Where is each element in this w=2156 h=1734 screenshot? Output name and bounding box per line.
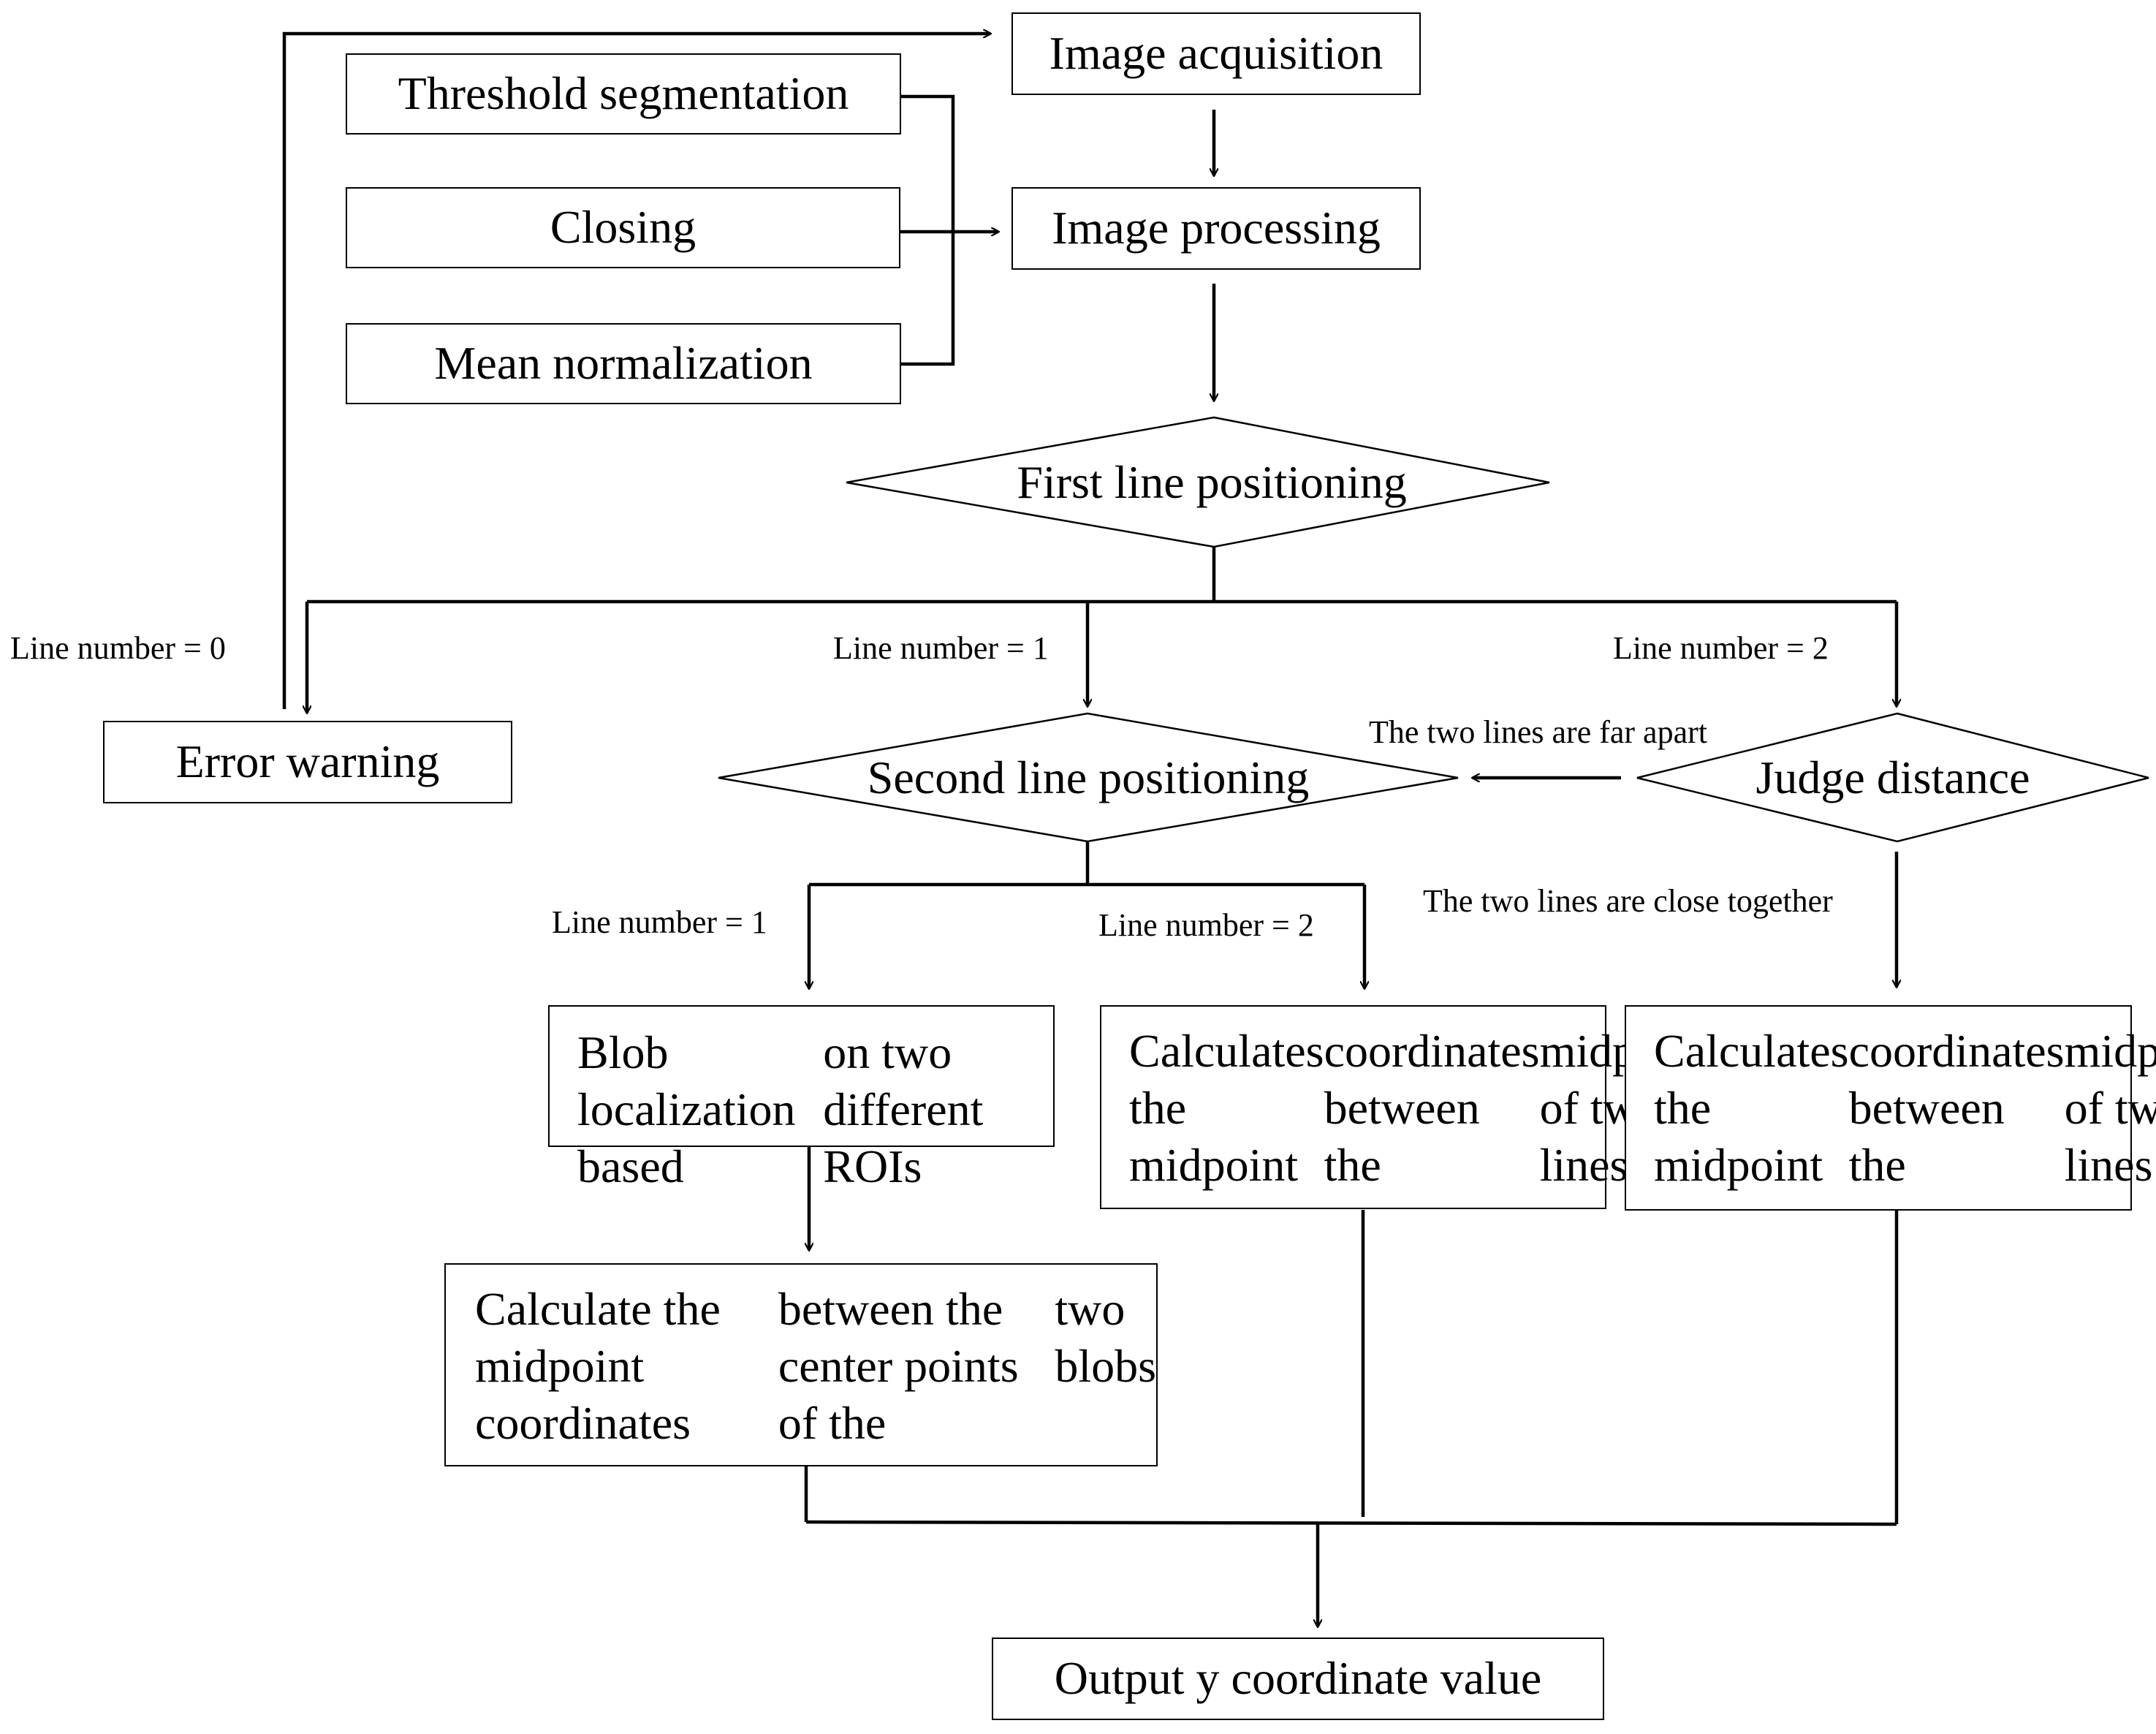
- image-processing-box: Image processing: [1011, 187, 1421, 270]
- threshold-segmentation-label: Threshold segmentation: [398, 67, 849, 120]
- edge-label-far-apart: The two lines are far apart: [1369, 714, 1707, 750]
- image-acquisition-box: Image acquisition: [1011, 12, 1421, 95]
- mean-normalization-box: Mean normalization: [346, 323, 901, 404]
- blob-localization-line-2: on two different ROIs: [823, 1026, 984, 1193]
- blob-localization-box: Blob localization based on two different…: [548, 1005, 1055, 1192]
- calc-midpoint-blobs-line-1: Calculate the midpoint coordinates: [475, 1283, 721, 1450]
- second-line-positioning-text: Second line positioning: [867, 751, 1310, 803]
- calc-midpoint-lines-b-line-3: midpoints of two lines: [2064, 1025, 2156, 1192]
- edge-first-line-branch: [307, 547, 1897, 604]
- edge-error-loop-back: [282, 34, 990, 709]
- edge-label-line-number-0: Line number = 0: [10, 630, 226, 666]
- first-line-positioning-text: First line positioning: [1017, 456, 1407, 508]
- blob-localization-line-1: Blob localization based: [577, 1026, 796, 1193]
- image-processing-label: Image processing: [1052, 202, 1381, 254]
- closing-box: Closing: [346, 187, 900, 268]
- closing-label: Closing: [550, 201, 696, 254]
- judge-distance-text: Judge distance: [1755, 751, 2030, 803]
- edge-label-close-together: The two lines are close together: [1423, 883, 1833, 919]
- output-label: Output y coordinate value: [1054, 1652, 1542, 1705]
- first-line-diamond: [846, 416, 1550, 548]
- edge-label-line-number-2-bottom: Line number = 2: [1098, 907, 1314, 943]
- edge-label-line-number-1-bottom: Line number = 1: [552, 904, 767, 940]
- calc-midpoint-blobs-line-3: two blobs: [1055, 1283, 1156, 1393]
- judge-distance-diamond: [1636, 712, 2149, 843]
- error-warning-box: Error warning: [103, 721, 512, 803]
- calc-midpoint-lines-a-box: Calculates the midpoint coordinates betw…: [1100, 1005, 1727, 1209]
- calc-midpoint-blobs-line-2: between the center points of the: [778, 1283, 1019, 1450]
- edge-join-horizontal: [805, 1520, 1897, 1526]
- first-line-positioning-label: First line positioning: [846, 446, 1577, 519]
- judge-distance-label: Judge distance: [1637, 741, 2149, 814]
- calc-midpoint-lines-a-line-1: Calculates the midpoint: [1129, 1025, 1324, 1192]
- image-acquisition-label: Image acquisition: [1049, 27, 1383, 80]
- threshold-segmentation-box: Threshold segmentation: [346, 53, 901, 135]
- calc-midpoint-lines-b-box: Calculates the midpoint coordinates betw…: [1625, 1005, 2156, 1211]
- second-line-positioning-label: Second line positioning: [718, 741, 1458, 814]
- edge-label-line-number-1-top: Line number = 1: [833, 630, 1049, 666]
- calc-midpoint-lines-b-line-1: Calculates the midpoint: [1654, 1025, 1849, 1192]
- calc-midpoint-lines-a-line-2: coordinates between the: [1324, 1025, 1540, 1192]
- mean-normalization-label: Mean normalization: [434, 337, 813, 390]
- second-line-diamond: [718, 712, 1459, 843]
- output-box: Output y coordinate value: [992, 1638, 1604, 1720]
- error-warning-label: Error warning: [175, 735, 440, 788]
- calc-midpoint-blobs-box: Calculate the midpoint coordinates betwe…: [444, 1263, 1158, 1466]
- calc-midpoint-lines-b-line-2: coordinates between the: [1848, 1025, 2065, 1192]
- edge-second-line-branch: [809, 841, 1364, 887]
- edge-label-line-number-2-top: Line number = 2: [1613, 630, 1829, 666]
